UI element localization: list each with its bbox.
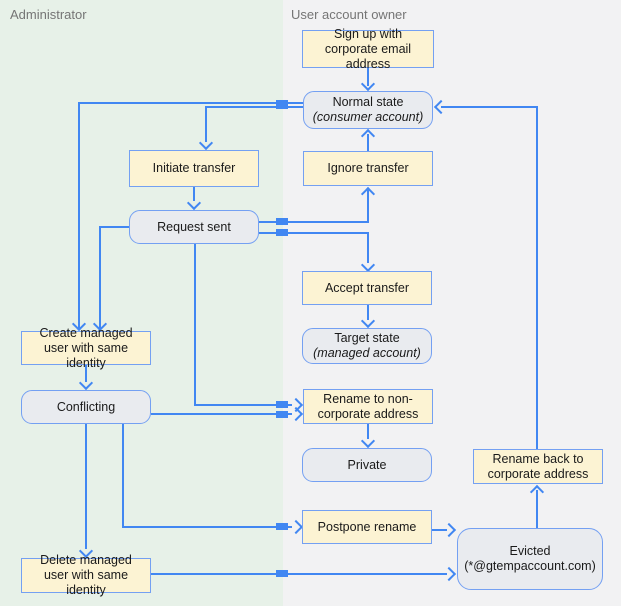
edge-create-to-conflicting (85, 365, 87, 382)
edge-delete-to-evicted (151, 573, 447, 575)
node-subtitle: (*@gtempaccount.com) (464, 559, 596, 573)
node-sign-up: Sign up with corporate email address (302, 27, 434, 71)
edge-junction (276, 570, 288, 577)
edge-conflicting-to-postpone (122, 526, 292, 528)
administrator-lane-label: Administrator (10, 7, 87, 22)
edge-ignore-to-normal (367, 134, 369, 151)
node-label: Postpone rename (317, 519, 417, 534)
user-account-owner-lane-label: User account owner (291, 7, 407, 22)
edge-request-to-accept (367, 232, 369, 263)
edge-request-to-rename (194, 244, 196, 406)
edge-request-to-create (99, 226, 101, 329)
edge-request-to-accept (259, 232, 369, 234)
edge-accept-to-target (367, 305, 369, 320)
node-normal-state: Normal state (consumer account) (303, 91, 433, 129)
node-delete-managed-user: Delete managed user with same identity (21, 553, 151, 597)
edge-junction (276, 229, 288, 236)
edge-junction (276, 401, 288, 408)
node-title: Normal state (332, 95, 404, 109)
node-postpone-rename: Postpone rename (302, 510, 432, 544)
node-label: Ignore transfer (327, 161, 409, 175)
edge-normal-to-create (78, 102, 80, 329)
edge-normal-to-initiate (206, 106, 303, 108)
edge-junction (276, 411, 288, 418)
edge-initiate-to-request (193, 187, 195, 201)
edge-request-to-ignore (367, 190, 369, 223)
node-accept-transfer: Accept transfer (302, 271, 432, 305)
edge-junction (276, 218, 288, 225)
node-evicted: Evicted (*@gtempaccount.com) (457, 528, 603, 590)
node-subtitle: (consumer account) (312, 110, 424, 124)
node-label: Private (347, 457, 387, 472)
edge-request-to-rename (194, 404, 292, 406)
edge-junction (276, 523, 288, 530)
edge-renameback-to-normal (441, 106, 537, 108)
node-ignore-transfer: Ignore transfer (303, 151, 433, 186)
node-label: Request sent (157, 219, 231, 234)
edge-request-to-ignore (259, 221, 369, 223)
edge-rename-to-private (367, 424, 369, 439)
edge-postpone-to-evicted (432, 529, 447, 531)
edge-conflicting-to-rename (151, 413, 292, 415)
node-initiate-transfer: Initiate transfer (129, 150, 259, 187)
node-label: Delete managed user with same identity (40, 553, 132, 597)
edge-conflicting-to-postpone (122, 424, 124, 528)
edge-junction (276, 100, 288, 109)
edge-conflicting-to-delete (85, 424, 87, 549)
node-label: Initiate transfer (152, 161, 236, 175)
node-private: Private (302, 448, 432, 482)
edge-evicted-to-renameback (536, 490, 538, 528)
node-label: Rename back to corporate address (487, 451, 589, 481)
node-label: Sign up with corporate email address (324, 26, 412, 71)
node-label: Accept transfer (324, 280, 410, 295)
administrator-lane (0, 0, 283, 606)
node-create-managed-user: Create managed user with same identity (21, 326, 151, 370)
edge-normal-to-initiate (205, 106, 207, 142)
edge-request-to-create (100, 226, 129, 228)
node-request-sent: Request sent (129, 210, 259, 244)
edge-signup-to-normal (367, 68, 369, 86)
node-label: Create managed user with same identity (39, 325, 133, 370)
node-title: Target state (334, 331, 400, 345)
node-title: Evicted (509, 544, 551, 558)
node-subtitle: (managed account) (313, 346, 421, 360)
edge-normal-to-create (79, 102, 303, 104)
node-target-state: Target state (managed account) (302, 328, 432, 364)
node-rename-back: Rename back to corporate address (473, 449, 603, 484)
node-label: Rename to non-corporate address (317, 391, 419, 421)
node-label: Conflicting (56, 399, 116, 414)
node-rename-to-non-corporate: Rename to non-corporate address (303, 389, 433, 424)
node-conflicting: Conflicting (21, 390, 151, 424)
edge-renameback-to-normal (536, 106, 538, 449)
